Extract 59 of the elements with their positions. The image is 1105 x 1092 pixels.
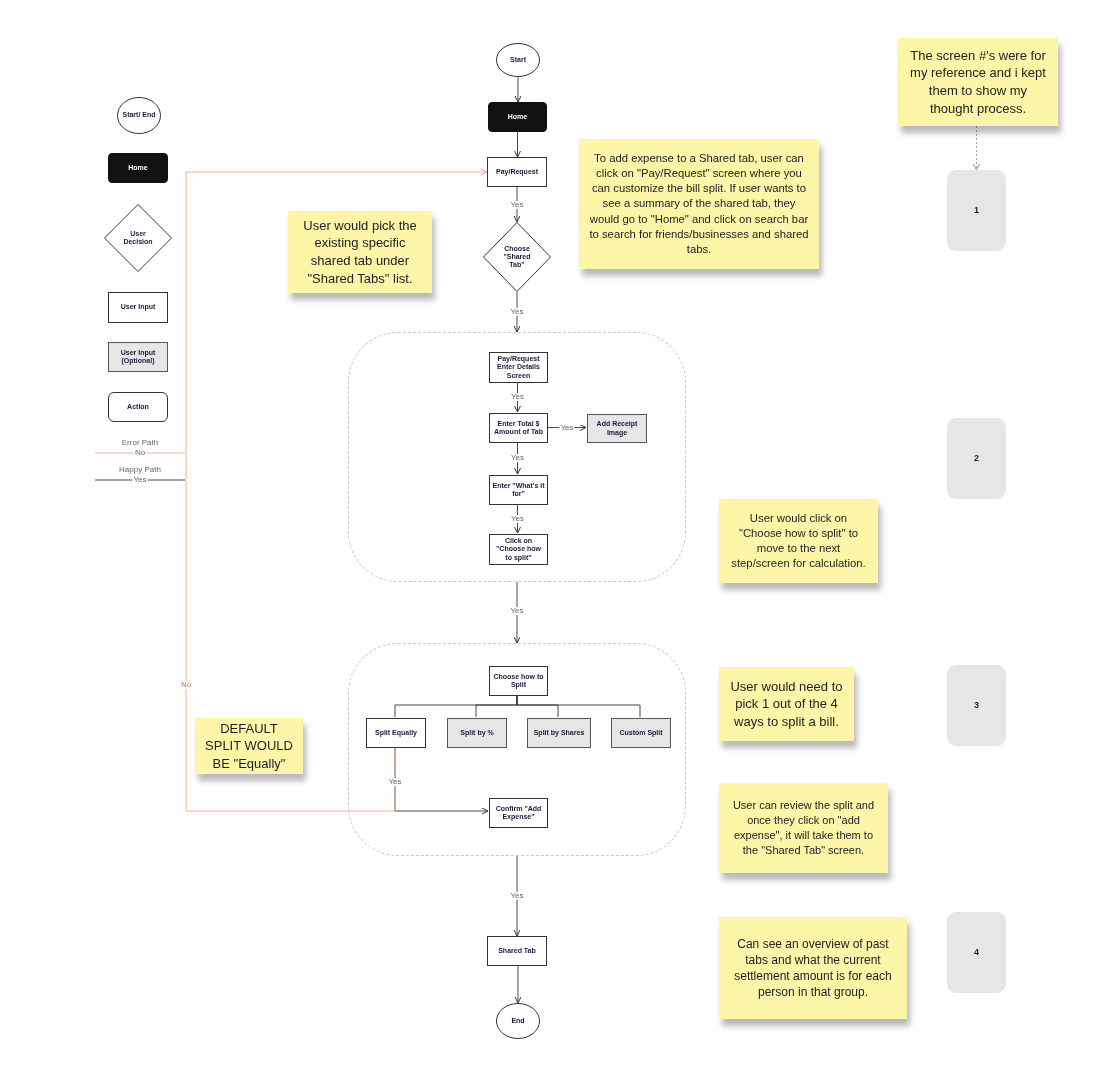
sticky-note [288,211,432,293]
note-text: User can review the split and once they click on "add expense", it will take them to the "Shared Tab" screen. [731,798,876,858]
sticky-note [719,667,854,741]
path-label: Yes [132,476,148,484]
sticky-note [898,38,1058,126]
input-box [489,352,548,383]
edge-label: Yes [559,424,575,432]
sticky-note [719,499,878,583]
optional-input-box [108,342,168,372]
note-text: The screen #'s were for my reference and i kept them to show my thought process. [909,46,1047,118]
screen-card [947,418,1006,499]
edge-label: Yes [509,892,525,900]
edge-label: Yes [509,607,525,615]
input-box [489,475,548,505]
note-text: User would pick the existing specific shared tab under "Shared Tabs" list. [302,216,418,288]
legend-label: Error Path [120,439,160,447]
edge-label: Yes [509,393,526,401]
screen-number: 3 [973,700,980,711]
input-box [487,936,547,966]
edge-label: No [179,681,193,689]
edge-label: Yes [509,200,525,209]
sticky-note [719,917,907,1019]
action-box [108,392,168,422]
connector-line [516,694,641,718]
input-box [487,157,547,187]
legend-label: Happy Path [118,466,162,474]
group-container [348,332,686,582]
edge-label: Yes [387,778,403,786]
input-box [366,718,426,748]
sticky-note [195,718,303,774]
input-box [489,666,548,696]
edge-label: Yes [509,308,525,316]
screen-card [947,665,1006,746]
screen-box [488,102,547,132]
screen-number: 4 [973,947,980,958]
input-box [108,292,168,323]
input-box [489,534,548,565]
note-text: User would click on "Choose how to split" to move to the next step/screen for calculation. [730,510,867,572]
screen-card [947,170,1006,251]
sticky-note [719,783,888,873]
screen-number: 1 [973,205,980,216]
note-text: DEFAULT SPLIT WOULD BE "Equally" [204,719,294,773]
path-label: No [133,449,147,457]
screen-number: 2 [973,453,980,464]
screen-box [108,153,168,183]
input-box [489,798,548,828]
optional-input-box [587,414,647,443]
input-box [489,413,548,443]
optional-input-box [447,718,507,748]
optional-input-box [611,718,671,748]
note-text: User would need to pick 1 out of the 4 ways to split a bill. [729,677,844,731]
optional-input-box [527,718,591,748]
group-container [348,643,686,856]
edge-label: Yes [509,514,526,523]
note-text: Can see an overview of past tabs and what the current settlement amount is for each person in that group. [733,935,893,1001]
screen-card [947,912,1006,993]
note-text: To add expense to a Shared tab, user can click on "Pay/Request" screen where you can customize the bill split. If user wants to see a summary of the shared tab, they would go to "Home" and click on search bar to search for friends/businesses and shared tabs. [588,150,810,258]
edge-label: Yes [509,454,526,462]
sticky-note [579,139,819,269]
